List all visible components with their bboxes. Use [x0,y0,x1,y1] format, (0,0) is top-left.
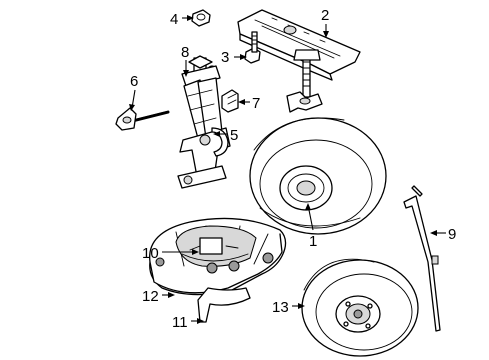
part-9-jack-handle [403,185,441,332]
callout-12: 12 [142,288,159,305]
part-3-bolt [244,31,261,64]
callout-13: 13 [272,299,289,316]
part-6-wing-bolt [115,107,170,131]
leader-lines [129,15,446,324]
part-2-mounting-bracket [237,9,361,113]
callout-labels: 1 2 3 4 5 6 7 8 9 10 11 12 13 [130,7,456,331]
callout-7: 7 [252,95,260,112]
callout-3: 3 [221,49,229,66]
part-1-spare-tire [249,117,387,235]
callout-1: 1 [309,233,317,250]
part-13-spare-wheel [301,258,419,357]
callout-4: 4 [170,11,178,28]
callout-5: 5 [230,127,238,144]
callout-6: 6 [130,73,138,90]
callout-9: 9 [448,226,456,243]
part-5-scissor-jack [177,65,231,189]
part-4-nut [191,9,211,27]
part-7-clip [221,89,239,113]
callout-2: 2 [321,7,329,24]
part-11-support-bracket [197,287,251,323]
callout-8: 8 [181,44,189,61]
callout-11: 11 [172,314,188,331]
part-10-tire-well-insert [155,225,274,274]
callout-10: 10 [142,245,159,262]
